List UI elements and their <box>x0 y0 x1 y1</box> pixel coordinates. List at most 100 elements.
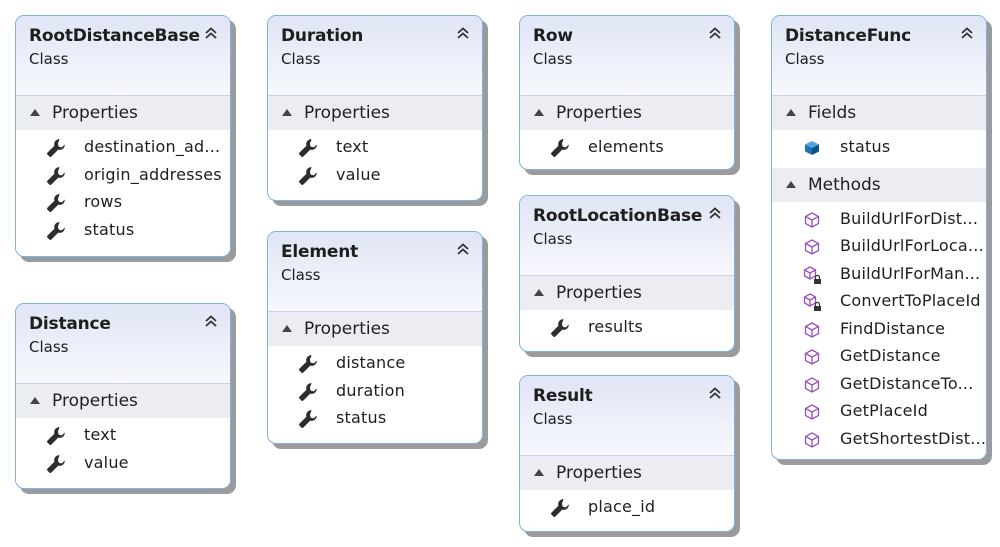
member-item[interactable]: GetPlaceId <box>772 398 986 426</box>
member-label: BuildUrlForMan... <box>840 263 981 283</box>
collapse-icon[interactable] <box>454 24 472 42</box>
member-item[interactable]: text <box>16 422 230 450</box>
member-item[interactable]: value <box>16 450 230 478</box>
class-name: RootLocationBase <box>533 206 703 226</box>
member-list: BuildUrlForDist... BuildUrlForLoca... Buil… <box>772 202 986 460</box>
section-title: Properties <box>304 103 390 123</box>
member-item[interactable]: elements <box>520 134 734 162</box>
expand-triangle-icon[interactable] <box>282 325 292 332</box>
expand-triangle-icon[interactable] <box>30 397 40 404</box>
member-label: origin_addresses <box>84 164 222 184</box>
class-name: Duration <box>281 26 364 46</box>
member-item[interactable]: FindDistance <box>772 316 986 344</box>
wrench-icon <box>47 166 65 185</box>
member-item[interactable]: BuildUrlForLoca... <box>772 233 986 261</box>
member-item[interactable]: duration <box>268 378 482 406</box>
section-header-properties[interactable]: Properties <box>520 96 734 130</box>
expand-triangle-icon[interactable] <box>534 289 544 296</box>
wrench-icon <box>299 410 317 428</box>
collapse-icon[interactable] <box>706 384 724 402</box>
class-kind: Class <box>785 50 825 68</box>
section-header-properties[interactable]: Properties <box>520 456 734 490</box>
member-item[interactable]: status <box>772 134 986 162</box>
member-list: distance duration status <box>268 346 482 439</box>
collapse-icon[interactable] <box>706 204 724 222</box>
wrench-icon <box>551 499 569 517</box>
member-item[interactable]: destination_ad... <box>16 134 230 162</box>
collapse-icon[interactable] <box>958 24 976 42</box>
expand-triangle-icon[interactable] <box>282 109 292 116</box>
member-label: value <box>336 164 381 184</box>
member-label: GetShortestDist... <box>840 428 987 448</box>
member-list: status <box>772 130 986 168</box>
member-item[interactable]: GetDistance <box>772 343 986 371</box>
member-item[interactable]: BuildUrlForMan... <box>772 261 986 289</box>
member-item[interactable]: place_id <box>520 494 734 522</box>
section-header-properties[interactable]: Properties <box>268 312 482 346</box>
collapse-icon[interactable] <box>454 240 472 258</box>
class-kind: Class <box>533 230 573 248</box>
member-label: duration <box>336 380 405 400</box>
member-list: place_id <box>520 490 734 528</box>
member-item[interactable]: GetShortestDist... <box>772 426 986 454</box>
class-name: Row <box>533 26 573 46</box>
collapse-icon[interactable] <box>202 312 220 330</box>
member-item[interactable]: results <box>520 314 734 342</box>
section-header-properties[interactable]: Properties <box>520 276 734 310</box>
section-header-properties[interactable]: Properties <box>268 96 482 130</box>
expand-triangle-icon[interactable] <box>30 109 40 116</box>
member-item[interactable]: GetDistanceTo... <box>772 371 986 399</box>
member-item[interactable]: BuildUrlForDist... <box>772 206 986 234</box>
method-icon <box>804 431 820 448</box>
expand-triangle-icon[interactable] <box>534 109 544 116</box>
section-header-fields[interactable]: Fields <box>772 96 986 130</box>
collapse-icon[interactable] <box>706 24 724 42</box>
section-title: Properties <box>52 391 138 411</box>
member-label: BuildUrlForLoca... <box>840 236 984 255</box>
member-label: status <box>84 219 135 239</box>
class-name: Element <box>281 242 359 262</box>
field-cube-icon <box>805 141 819 155</box>
collapse-icon[interactable] <box>202 24 220 42</box>
method-icon <box>804 404 820 420</box>
class-kind: Class <box>533 410 573 428</box>
wrench-icon <box>47 194 65 212</box>
member-list: results <box>520 310 734 348</box>
member-item[interactable]: value <box>268 162 482 190</box>
member-label: distance <box>336 353 406 372</box>
member-item[interactable]: rows <box>16 189 230 217</box>
member-item[interactable]: ConvertToPlaceId <box>772 288 986 316</box>
member-item[interactable]: distance <box>268 350 482 378</box>
section-header-methods[interactable]: Methods <box>772 167 986 202</box>
member-item[interactable]: status <box>16 217 230 245</box>
section-header-properties[interactable]: Properties <box>16 96 230 130</box>
member-label: destination_ad... <box>84 137 221 156</box>
expand-triangle-icon[interactable] <box>786 180 796 188</box>
section-title: Properties <box>556 103 642 123</box>
section-header-properties[interactable]: Properties <box>16 384 230 418</box>
expand-triangle-icon[interactable] <box>534 469 544 476</box>
member-item[interactable]: status <box>268 405 482 433</box>
member-label: FindDistance <box>840 318 946 338</box>
wrench-icon <box>551 139 569 157</box>
section-title: Properties <box>304 319 390 339</box>
member-item[interactable]: origin_addresses <box>16 162 230 190</box>
class-kind: Class <box>281 50 321 68</box>
member-item[interactable]: text <box>268 134 482 162</box>
member-label: text <box>84 425 117 444</box>
expand-triangle-icon[interactable] <box>786 109 796 116</box>
